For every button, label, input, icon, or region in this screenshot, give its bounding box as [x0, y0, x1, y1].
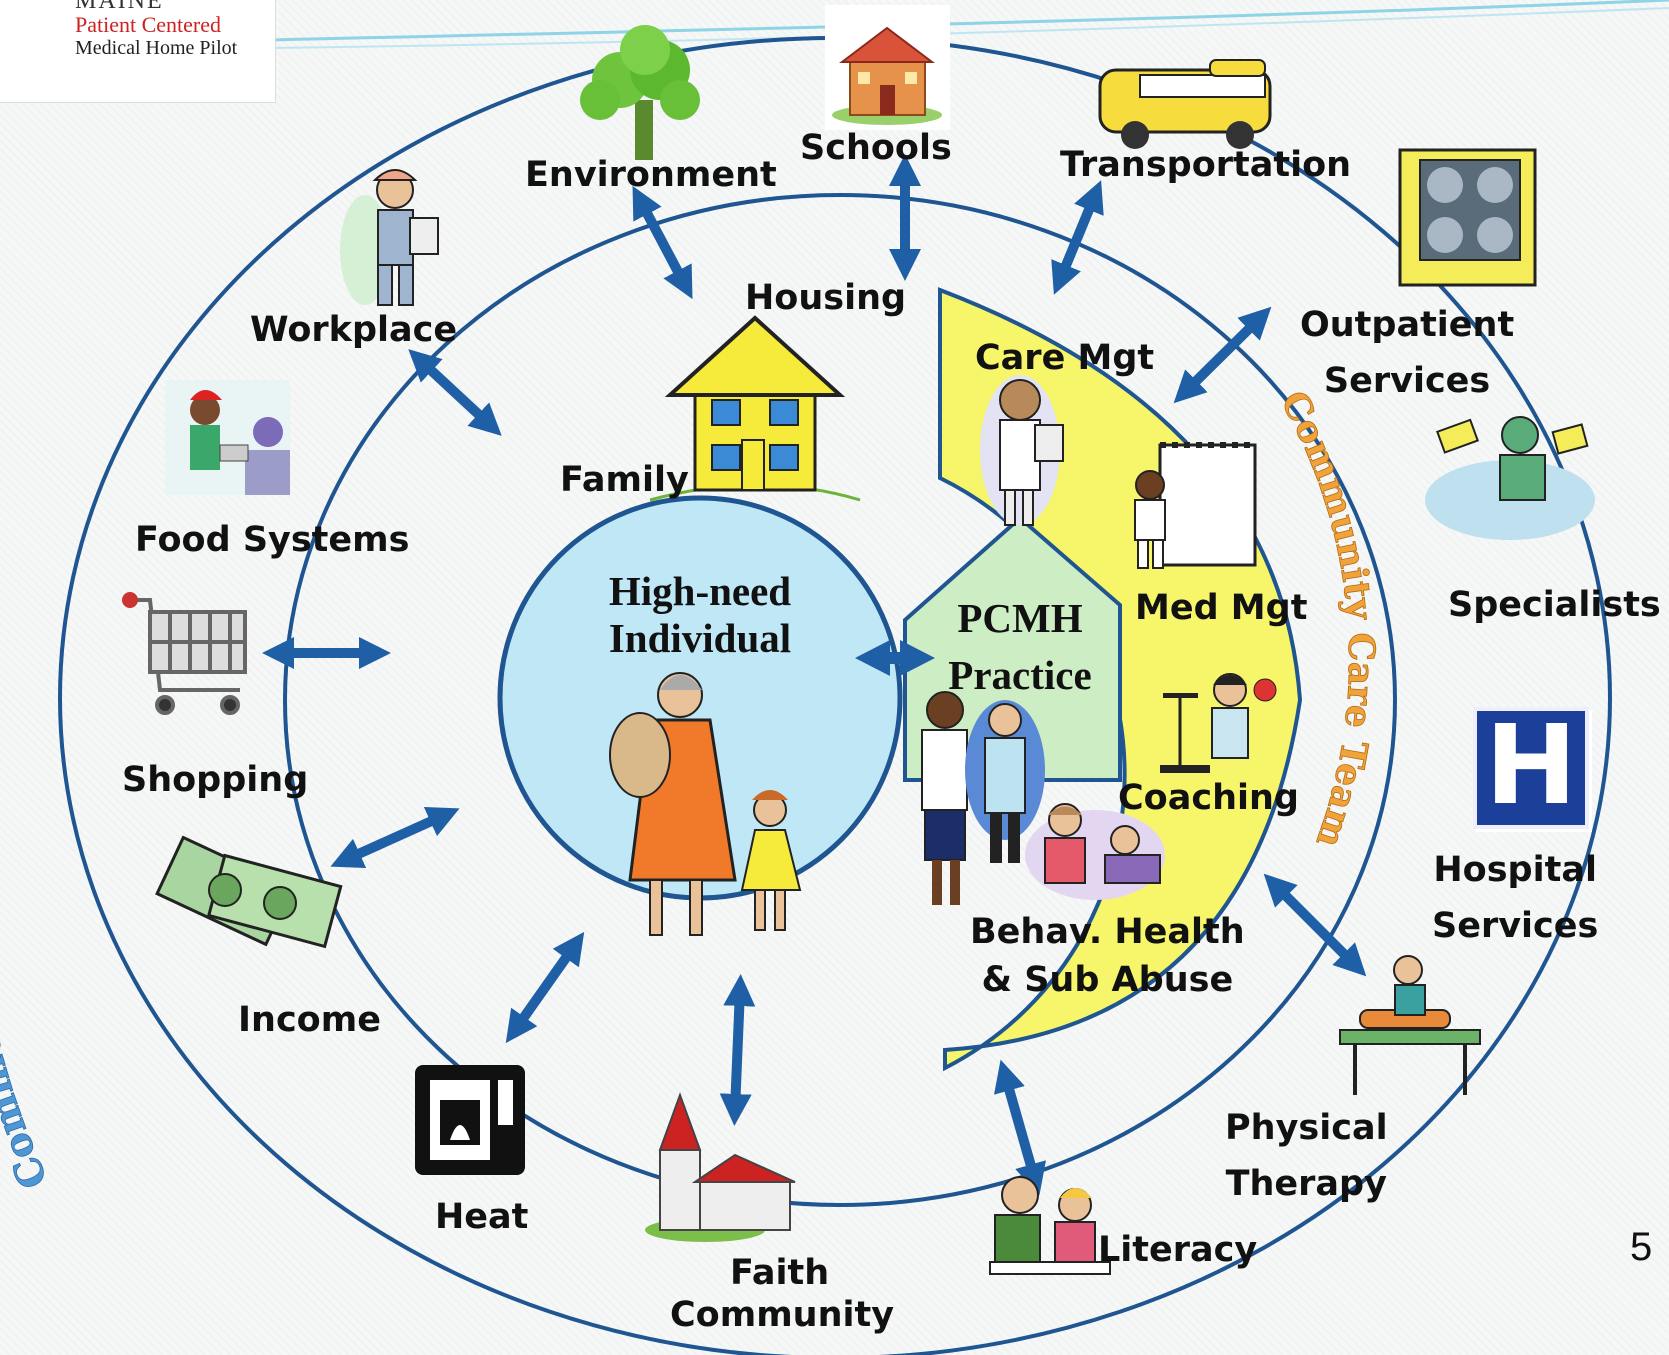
church-icon: [645, 1092, 796, 1242]
arrow-literacy: [994, 1059, 1046, 1196]
specialists-label: Specialists: [1448, 585, 1661, 625]
coaching-label: Coaching: [1118, 778, 1299, 818]
outpatient-line-2: Services: [1323, 361, 1491, 401]
arrow-workplace: [408, 349, 502, 436]
hospital-line-1: Hospital: [1433, 850, 1597, 890]
page-number: 5: [1630, 1225, 1653, 1269]
tree-icon: [580, 25, 700, 160]
med-mgt-label: Med Mgt: [1135, 588, 1308, 628]
heater-icon: [415, 1065, 525, 1175]
arrow-heat: [505, 931, 585, 1044]
behav-line-2: & Sub Abuse: [981, 960, 1234, 1001]
arrow-transportation: [1051, 180, 1104, 295]
shopping-label: Shopping: [122, 760, 309, 800]
header-swoosh: [269, 0, 1669, 42]
pcmh-practice-label: PCMH Practice: [930, 590, 1110, 705]
faith-line-1: Faith: [730, 1253, 830, 1293]
physical-therapy-icon: [1339, 955, 1481, 1095]
center-line-2: Individual: [608, 615, 792, 662]
logo-line-1: MAINE: [75, 0, 164, 14]
behav-line-1: Behav. Health: [970, 912, 1245, 952]
environment-label: Environment: [525, 155, 777, 195]
outpatient-line-1: Outpatient: [1300, 305, 1515, 345]
physical-line-2: Therapy: [1225, 1164, 1387, 1204]
hospital-services-label: Hospital Services: [1432, 842, 1598, 954]
literacy-label: Literacy: [1098, 1230, 1258, 1270]
xray-film-icon: [1398, 148, 1537, 287]
transportation-label: Transportation: [1060, 145, 1352, 185]
arrow-outpatient: [1173, 306, 1272, 404]
food-service-icon: [165, 380, 290, 495]
connection-arrows: [261, 153, 1367, 1196]
hospital-sign-letter: H: [1484, 701, 1578, 829]
hospital-sign-icon: [1473, 707, 1592, 832]
doctors-icon: [921, 691, 1045, 905]
schoolhouse-icon: [825, 5, 950, 130]
money-icon: [155, 835, 343, 949]
workplace-label: Workplace: [250, 310, 458, 350]
shopping-cart-icon: [122, 592, 247, 715]
arrow-center-pcmh: [855, 640, 935, 676]
house-icon: [649, 315, 861, 502]
pcmh-line-2: Practice: [948, 652, 1092, 699]
behav-health-label: Behav. Health & Sub Abuse: [970, 912, 1245, 1001]
logo-line-2: Patient Centered: [75, 12, 222, 37]
care-mgt-label: Care Mgt: [975, 338, 1155, 378]
faith-line-2: Community: [670, 1295, 895, 1336]
reading-people-icon: [989, 1176, 1111, 1275]
middle-ring: [283, 193, 1397, 1207]
logo-line-3: Medical Home Pilot: [75, 37, 238, 59]
arrow-environment: [632, 185, 693, 300]
faith-community-label: Faith Community: [670, 1253, 894, 1336]
counseling-icon: [1025, 803, 1165, 900]
income-label: Income: [238, 1000, 381, 1040]
community-resources-title: Community Resources: [0, 709, 56, 1195]
housing-label: Housing: [745, 278, 907, 318]
coach-scale-icon: [1160, 673, 1277, 773]
arrow-income: [330, 806, 460, 869]
center-line-1: High-need: [608, 568, 792, 614]
food-systems-label: Food Systems: [135, 520, 410, 560]
family-label: Family: [560, 460, 689, 500]
school-bus-icon: [1098, 59, 1272, 149]
logo: MAINE Patient Centered Medical Home Pilo…: [0, 0, 276, 103]
arrow-faith: [719, 974, 756, 1126]
nurse-icon: [980, 375, 1064, 526]
pcmh-line-1: PCMH: [957, 595, 1083, 641]
hospital-line-2: Services: [1432, 906, 1599, 946]
physical-therapy-label: Physical Therapy: [1225, 1100, 1388, 1212]
prescription-pad-icon: [1134, 442, 1257, 569]
header-swoosh-2: [269, 7, 1669, 49]
high-need-individual-label: High-need Individual: [560, 568, 840, 662]
schools-label: Schools: [800, 128, 952, 168]
heat-label: Heat: [435, 1197, 529, 1237]
construction-worker-icon: [340, 169, 439, 306]
outpatient-services-label: Outpatient Services: [1300, 297, 1514, 409]
physical-line-1: Physical: [1225, 1108, 1388, 1148]
arrow-physical-therapy: [1263, 873, 1367, 977]
surgeons-icon: [1425, 416, 1595, 540]
grandmother-child-icon: [609, 672, 802, 936]
